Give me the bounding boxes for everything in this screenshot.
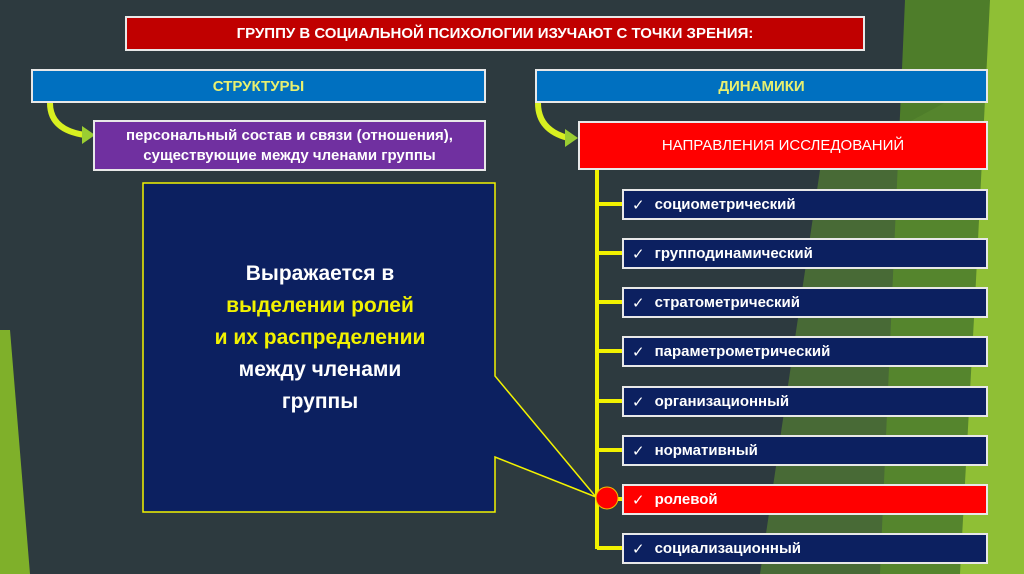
- structure-header: СТРУКТУРЫ: [31, 69, 486, 103]
- green-shape-light: [960, 0, 1024, 574]
- direction-item: ✓ стратометрический: [622, 287, 988, 318]
- direction-label: групподинамический: [654, 245, 813, 262]
- check-icon: ✓: [632, 196, 645, 214]
- direction-label: организационный: [654, 393, 790, 410]
- check-icon: ✓: [632, 540, 645, 558]
- direction-item: ✓ групподинамический: [622, 238, 988, 269]
- check-icon: ✓: [632, 442, 645, 460]
- callout-line: между членами: [238, 358, 402, 381]
- callout-line-highlight: выделении ролей: [226, 294, 414, 317]
- direction-label: параметрометрический: [654, 343, 831, 360]
- direction-item: ✓ социометрический: [622, 189, 988, 220]
- direction-item: ✓ параметрометрический: [622, 336, 988, 367]
- arrow-structure-head: [82, 126, 95, 144]
- callout-box: [142, 182, 597, 513]
- direction-label: ролевой: [654, 491, 718, 508]
- direction-label: социометрический: [654, 196, 796, 213]
- structure-description: персональный состав и связи (отношения),…: [93, 120, 486, 171]
- check-icon: ✓: [632, 491, 645, 509]
- direction-item: ✓ нормативный: [622, 435, 988, 466]
- callout-text: Выражается в выделении ролей и их распре…: [150, 258, 490, 418]
- check-icon: ✓: [632, 393, 645, 411]
- slide-title: ГРУППУ В СОЦИАЛЬНОЙ ПСИХОЛОГИИ ИЗУЧАЮТ С…: [125, 16, 865, 51]
- callout-line-highlight: и их распределении: [214, 326, 426, 349]
- check-icon: ✓: [632, 343, 645, 361]
- direction-label: стратометрический: [654, 294, 801, 311]
- highlight-dot: [595, 486, 619, 510]
- callout-line: группы: [281, 390, 359, 413]
- direction-item-highlighted: ✓ ролевой: [622, 484, 988, 515]
- direction-label: нормативный: [654, 442, 758, 459]
- direction-item: ✓ организационный: [622, 386, 988, 417]
- dynamics-header: ДИНАМИКИ: [535, 69, 988, 103]
- callout-line: Выражается в: [245, 262, 395, 285]
- check-icon: ✓: [632, 294, 645, 312]
- research-directions-header: НАПРАВЛЕНИЯ ИССЛЕДОВАНИЙ: [578, 121, 988, 170]
- description-line: персональный состав и связи (отношения),: [126, 126, 453, 144]
- direction-item: ✓ социализационный: [622, 533, 988, 564]
- arrow-structure: [47, 102, 86, 138]
- description-line: существующие между членами группы: [143, 146, 436, 164]
- green-shape-left: [0, 330, 30, 574]
- arrow-dynamics-head: [565, 129, 578, 147]
- check-icon: ✓: [632, 245, 645, 263]
- direction-label: социализационный: [654, 540, 801, 557]
- arrow-dynamics: [535, 102, 569, 141]
